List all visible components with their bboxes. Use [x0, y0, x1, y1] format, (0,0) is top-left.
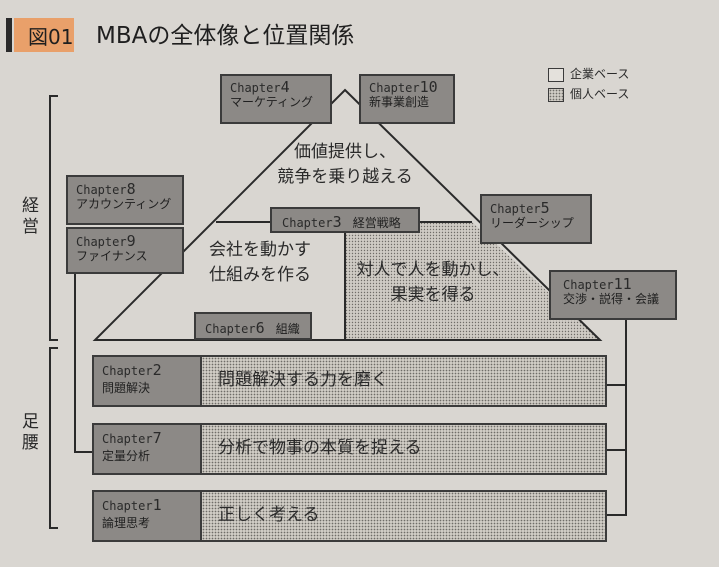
chapter-word: Chapter9 [76, 232, 136, 250]
bracket-bottom [49, 347, 58, 529]
chapter-name: リーダーシップ [490, 216, 574, 231]
chapter-5-box: Chapter5 リーダーシップ [480, 194, 592, 244]
pyramid-text-right: 対人で人を動かし、果実を得る [346, 258, 520, 307]
pyramid-text-top-line: 価値提供し、 [294, 142, 396, 162]
chapter-6-box: Chapter6 組織 [194, 312, 312, 340]
pyramid-text-right-line: 果実を得る [390, 284, 476, 305]
chapter-9-box: Chapter9 ファイナンス [66, 227, 184, 274]
chapter-name: 交渉・説得・会議 [563, 292, 660, 307]
chapter-word: Chapter6 [205, 319, 265, 337]
chapter-word: Chapter11 [563, 275, 632, 293]
side-label-foundation: 足腰 [18, 412, 38, 454]
figure-number [14, 18, 74, 52]
chapter-name: 経営戦略 [352, 216, 401, 230]
chapter-name: 組織 [275, 322, 300, 336]
figure-title: MBAの全体像と位置関係 [96, 23, 355, 49]
chapter-word: Chapter8 [76, 180, 136, 198]
chapter-3-box: Chapter3 経営戦略 [270, 207, 420, 233]
chapter-word: Chapter3 [282, 213, 342, 231]
chapter-1-label: Chapter1 論理思考 [94, 492, 202, 540]
side-label-management: 経営 [18, 196, 38, 238]
chapter-1-text: 正しく考える [218, 505, 320, 525]
pyramid-text-top-line: 競争を乗り越える [277, 166, 413, 187]
bracket-top [49, 95, 58, 341]
legend-individual-label: 個人ベース [570, 87, 630, 101]
chapter-7-bar: Chapter7 定量分析 分析で物事の本質を捉える [92, 423, 607, 475]
chapter-10-box: Chapter10 新事業創造 [359, 74, 455, 124]
legend-corporate-swatch [548, 68, 564, 82]
figure-number-text: 図01 [28, 25, 74, 49]
pyramid-text-left: 会社を動かす仕組みを作る [180, 238, 340, 287]
legend-individual-swatch [548, 88, 564, 102]
chapter-7-label: Chapter7 定量分析 [94, 425, 202, 473]
chapter-name: アカウンティング [76, 197, 172, 212]
connector-c9-c7 [74, 270, 92, 453]
chapter-1-bar: Chapter1 論理思考 正しく考える [92, 490, 607, 542]
chapter-word: Chapter10 [369, 78, 438, 96]
chapter-name: ファイナンス [76, 249, 148, 264]
pyramid-text-left-line: 会社を動かす [209, 240, 311, 260]
chapter-name: マーケティング [230, 95, 314, 110]
pyramid-text-left-line: 仕組みを作る [209, 264, 311, 285]
connector-c11-bars [607, 318, 627, 516]
title-marker [6, 18, 12, 52]
pyramid-right-dotted [345, 222, 600, 340]
chapter-2-label: Chapter2 問題解決 [94, 357, 202, 405]
chapter-word: Chapter4 [230, 78, 290, 96]
pyramid-text-top: 価値提供し、競争を乗り越える [262, 140, 428, 189]
pyramid-text-right-line: 対人で人を動かし、 [356, 260, 510, 280]
chapter-2-text: 問題解決する力を磨く [218, 370, 388, 390]
chapter-word: Chapter5 [490, 199, 550, 217]
legend-corporate-label: 企業ベース [570, 67, 630, 81]
pyramid-outline [92, 88, 603, 341]
chapter-name: 新事業創造 [369, 95, 430, 110]
chapter-4-box: Chapter4 マーケティング [220, 74, 332, 124]
chapter-2-bar: Chapter2 問題解決 問題解決する力を磨く [92, 355, 607, 407]
chapter-11-box: Chapter11 交渉・説得・会議 [549, 270, 677, 320]
chapter-7-text: 分析で物事の本質を捉える [218, 438, 422, 458]
chapter-8-box: Chapter8 アカウンティング [66, 175, 184, 225]
